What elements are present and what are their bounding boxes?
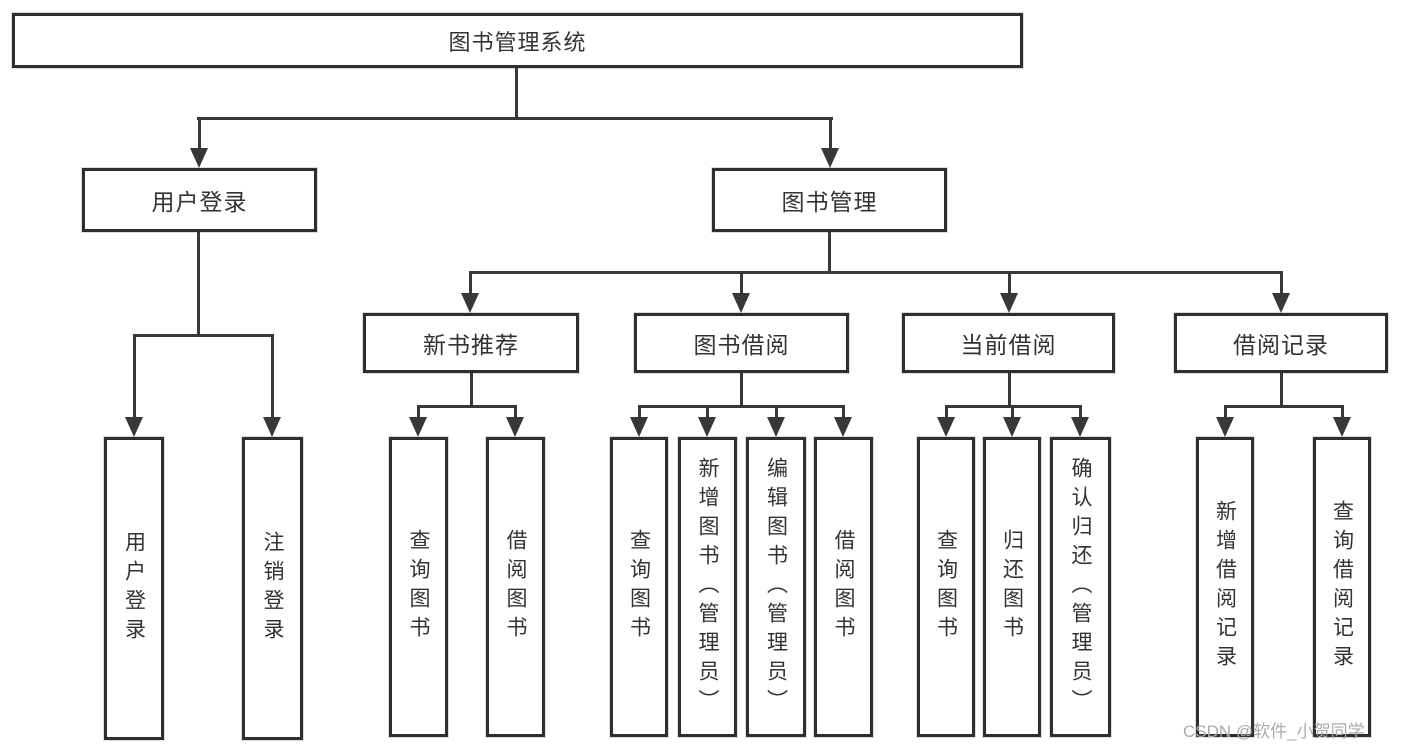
arrow-down-icon [630, 417, 648, 437]
node-user-login-branch: 用户登录 [82, 168, 317, 232]
arrow-down-icon [1000, 293, 1018, 313]
arrow-down-icon [834, 417, 852, 437]
leaf-query-books-borrowing-label: 查询图书 [627, 529, 651, 645]
leaf-query-books-current-label: 查询图书 [934, 529, 958, 645]
arrow-down-icon [1071, 417, 1089, 437]
connector-records-hbar [1224, 405, 1344, 408]
csdn-watermark: CSDN @软件_小贺同学 [1183, 722, 1365, 741]
leaf-query-books-recommend-label: 查询图书 [407, 529, 430, 645]
connector-drop-book-mgmt [829, 117, 832, 150]
connector-borrowing-hbar [638, 405, 845, 408]
node-current-borrowing-label: 当前借阅 [960, 332, 1057, 358]
leaf-query-books-current: 查询图书 [917, 437, 975, 737]
leaf-borrow-books-recommend: 借阅图书 [486, 437, 545, 737]
leaf-query-borrow-record: 查询借阅记录 [1313, 437, 1371, 737]
node-book-management-label: 图书管理 [781, 189, 878, 215]
connector-current-stem [1008, 373, 1011, 407]
connector-drop-user-login [198, 117, 201, 150]
node-user-login-branch-label: 用户登录 [151, 189, 248, 215]
connector-drop-leaf [133, 334, 136, 417]
node-new-book-recommend: 新书推荐 [363, 313, 579, 373]
connector-drop-leaf [638, 405, 641, 418]
leaf-confirm-return-admin-label: 确认归还（管理员） [1069, 456, 1092, 718]
leaf-add-books-admin: 新增图书（管理员） [678, 437, 737, 737]
leaf-edit-books-admin-label: 编辑图书（管理员） [764, 456, 788, 718]
arrow-down-icon [1333, 417, 1351, 437]
connector-book-mgmt-hbar [469, 271, 1283, 274]
connector-book-mgmt-stem [828, 232, 831, 273]
leaf-user-login: 用户登录 [104, 437, 164, 740]
arrow-down-icon [125, 417, 143, 437]
connector-drop-leaf [1011, 405, 1014, 418]
arrow-down-icon [1216, 417, 1234, 437]
arrow-down-icon [821, 148, 839, 168]
arrow-down-icon [190, 148, 208, 168]
leaf-edit-books-admin: 编辑图书（管理员） [746, 437, 806, 737]
arrow-down-icon [461, 293, 479, 313]
arrow-down-icon [732, 293, 750, 313]
connector-drop-leaf [1224, 405, 1227, 418]
node-borrow-records: 借阅记录 [1174, 313, 1388, 373]
connector-drop-leaf [514, 405, 517, 418]
connector-drop-leaf [417, 405, 420, 418]
node-book-borrowing-label: 图书借阅 [693, 332, 790, 358]
leaf-logout: 注销登录 [242, 437, 303, 740]
connector-drop-level3 [469, 271, 472, 295]
arrow-down-icon [263, 417, 281, 437]
arrow-down-icon [767, 417, 785, 437]
connector-root-stem [515, 68, 518, 119]
arrow-down-icon [937, 417, 955, 437]
leaf-query-books-borrowing: 查询图书 [610, 437, 668, 737]
leaf-add-borrow-record: 新增借阅记录 [1196, 437, 1254, 737]
connector-drop-level3 [1008, 271, 1011, 295]
leaf-confirm-return-admin: 确认归还（管理员） [1050, 437, 1111, 737]
node-book-management: 图书管理 [712, 168, 947, 232]
leaf-add-borrow-record-label: 新增借阅记录 [1213, 500, 1237, 674]
arrow-down-icon [506, 417, 524, 437]
node-root-label: 图书管理系统 [448, 29, 587, 55]
connector-records-stem [1280, 373, 1283, 407]
connector-drop-leaf [706, 405, 709, 418]
arrow-down-icon [409, 417, 427, 437]
connector-drop-leaf [775, 405, 778, 418]
connector-drop-leaf [1079, 405, 1082, 418]
connector-drop-level3 [740, 271, 743, 295]
arrow-down-icon [1003, 417, 1021, 437]
connector-drop-leaf [945, 405, 948, 418]
arrow-down-icon [1272, 293, 1290, 313]
connector-borrowing-stem [740, 373, 743, 407]
connector-user-login-stem [197, 232, 200, 336]
leaf-borrow-books-recommend-label: 借阅图书 [504, 529, 527, 645]
leaf-borrow-books: 借阅图书 [814, 437, 873, 737]
leaf-borrow-books-label: 借阅图书 [832, 529, 855, 645]
node-root: 图书管理系统 [12, 13, 1023, 68]
node-book-borrowing: 图书借阅 [634, 313, 849, 373]
arrow-down-icon [698, 417, 716, 437]
connector-root-hbar [197, 117, 833, 120]
connector-user-login-hbar [133, 334, 274, 337]
connector-drop-leaf [842, 405, 845, 418]
leaf-return-books: 归还图书 [983, 437, 1041, 737]
connector-recommend-hbar [417, 405, 517, 408]
connector-drop-leaf [271, 334, 274, 417]
connector-drop-leaf [1341, 405, 1344, 418]
node-current-borrowing: 当前借阅 [902, 313, 1115, 373]
leaf-logout-label: 注销登录 [261, 530, 284, 647]
leaf-return-books-label: 归还图书 [1000, 529, 1024, 645]
node-borrow-records-label: 借阅记录 [1233, 332, 1329, 358]
leaf-add-books-admin-label: 新增图书（管理员） [696, 456, 719, 718]
leaf-query-borrow-record-label: 查询借阅记录 [1330, 500, 1354, 674]
leaf-user-login-label: 用户登录 [122, 530, 146, 647]
connector-drop-level3 [1280, 271, 1283, 295]
node-new-book-recommend-label: 新书推荐 [423, 332, 519, 358]
leaf-query-books-recommend: 查询图书 [389, 437, 448, 737]
connector-recommend-stem [470, 373, 473, 407]
